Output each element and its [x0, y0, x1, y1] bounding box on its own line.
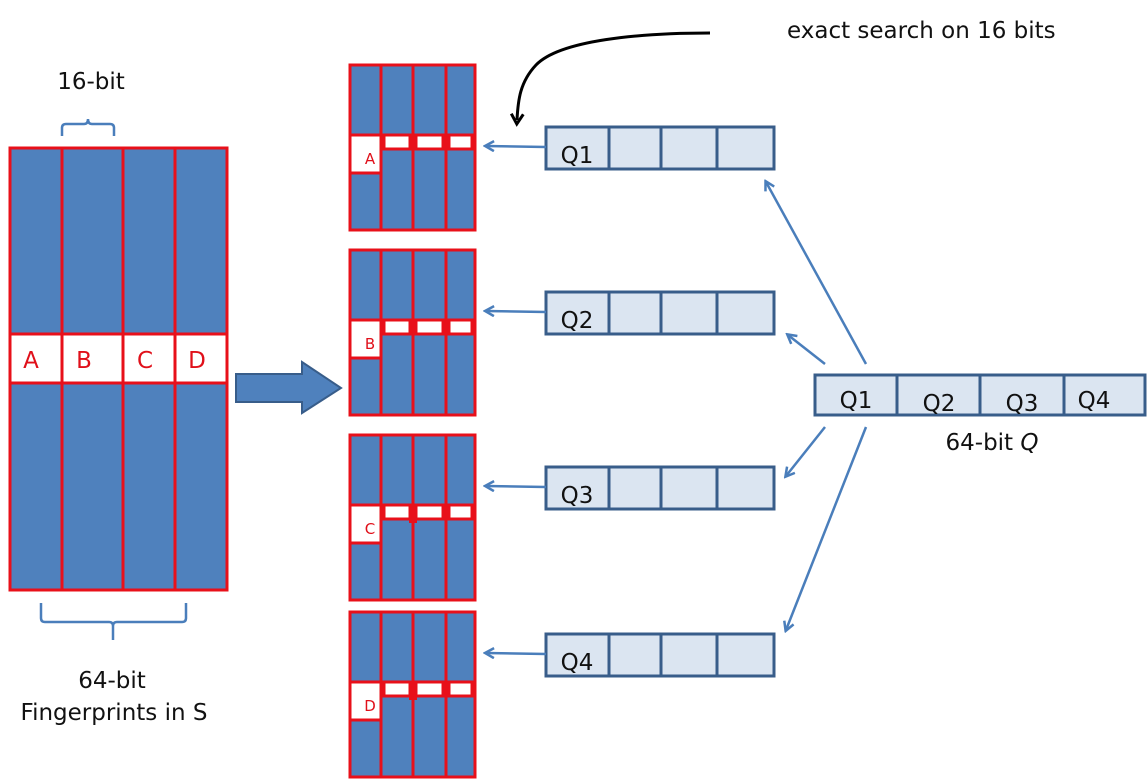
- query-block-q2: Q2: [486, 290, 776, 336]
- callout-text: exact search on 16 bits: [787, 18, 1056, 44]
- highlight-cell: [382, 680, 412, 698]
- segment-label-c: C: [137, 348, 153, 374]
- full-query-segment-q3: Q3: [1006, 391, 1039, 417]
- query-block-q3: Q3: [486, 465, 776, 511]
- permuted-table-key-label: B: [365, 335, 375, 353]
- highlight-cell: [382, 133, 412, 151]
- lookup-arrow: [486, 146, 547, 147]
- fanout-arrow-q4: [786, 426, 868, 630]
- permuted-table-border: [348, 248, 477, 417]
- table-width-brace: [39, 603, 188, 640]
- query-block-label: Q3: [561, 483, 594, 509]
- table-caption-line2: Fingerprints in S: [21, 700, 208, 726]
- permuted-table-border: [348, 433, 477, 602]
- full-query-caption: 64-bit Q: [946, 430, 1039, 456]
- fingerprint-block-top: [10, 148, 227, 334]
- highlight-cell: [447, 318, 474, 336]
- permuted-tables: A B C D: [348, 63, 477, 779]
- permuted-table-b: B: [348, 248, 477, 417]
- segment-label-a: A: [23, 348, 39, 374]
- lookup-arrow: [486, 486, 547, 487]
- fanout-arrow-q1: [766, 182, 868, 365]
- permuted-table-a: A: [348, 63, 477, 232]
- fanout-arrow-q2: [788, 335, 826, 365]
- query-block-q4: Q4: [486, 632, 776, 678]
- fingerprint-block-bottom: [10, 383, 227, 590]
- key-cell: [348, 503, 383, 545]
- segment-width-brace: [60, 118, 116, 136]
- permuted-table-key-label: D: [364, 697, 376, 715]
- permuted-table-key-label: A: [365, 150, 376, 168]
- highlight-cell: [414, 680, 445, 698]
- full-query-segment-q1: Q1: [840, 388, 873, 414]
- fanout-arrow-q3: [786, 426, 826, 476]
- highlight-cell: [447, 133, 474, 151]
- permuted-table-c: C: [348, 433, 477, 602]
- segment-label-d: D: [188, 348, 206, 374]
- segment-width-label: 16-bit: [57, 69, 125, 95]
- highlight-cell: [414, 133, 445, 151]
- highlight-cell: [414, 318, 445, 336]
- permuted-table-d: D: [348, 610, 477, 779]
- permuted-table-border: [348, 610, 477, 779]
- lookup-arrow: [486, 653, 547, 654]
- query-block-q1: Q1: [486, 125, 776, 171]
- permuted-table-key-label: C: [365, 520, 375, 538]
- highlight-cell: [414, 503, 445, 521]
- highlight-cell: [447, 680, 474, 698]
- table-caption-line1: 64-bit: [78, 668, 146, 694]
- fingerprint-table-border: [8, 146, 229, 592]
- lookup-arrow: [486, 311, 547, 312]
- permute-block-arrow: [235, 360, 343, 415]
- callout-arrow: [509, 31, 711, 127]
- query-block-label: Q1: [561, 143, 594, 169]
- highlight-cell: [382, 503, 412, 521]
- key-cell: [348, 680, 383, 722]
- permuted-table-border: [348, 63, 477, 232]
- highlight-cell: [447, 503, 474, 521]
- highlight-cell: [382, 318, 412, 336]
- query-block-label: Q4: [561, 650, 594, 676]
- query-block-label: Q2: [561, 308, 594, 334]
- fingerprint-table: 16-bit A B C D 64-bit Fingerprints in S: [8, 69, 229, 726]
- full-query-segment-q2: Q2: [923, 391, 956, 417]
- segment-label-b: B: [76, 348, 92, 374]
- full-query: Q1 Q2 Q3 Q4 64-bit Q: [813, 373, 1147, 456]
- full-query-segment-q4: Q4: [1078, 388, 1111, 414]
